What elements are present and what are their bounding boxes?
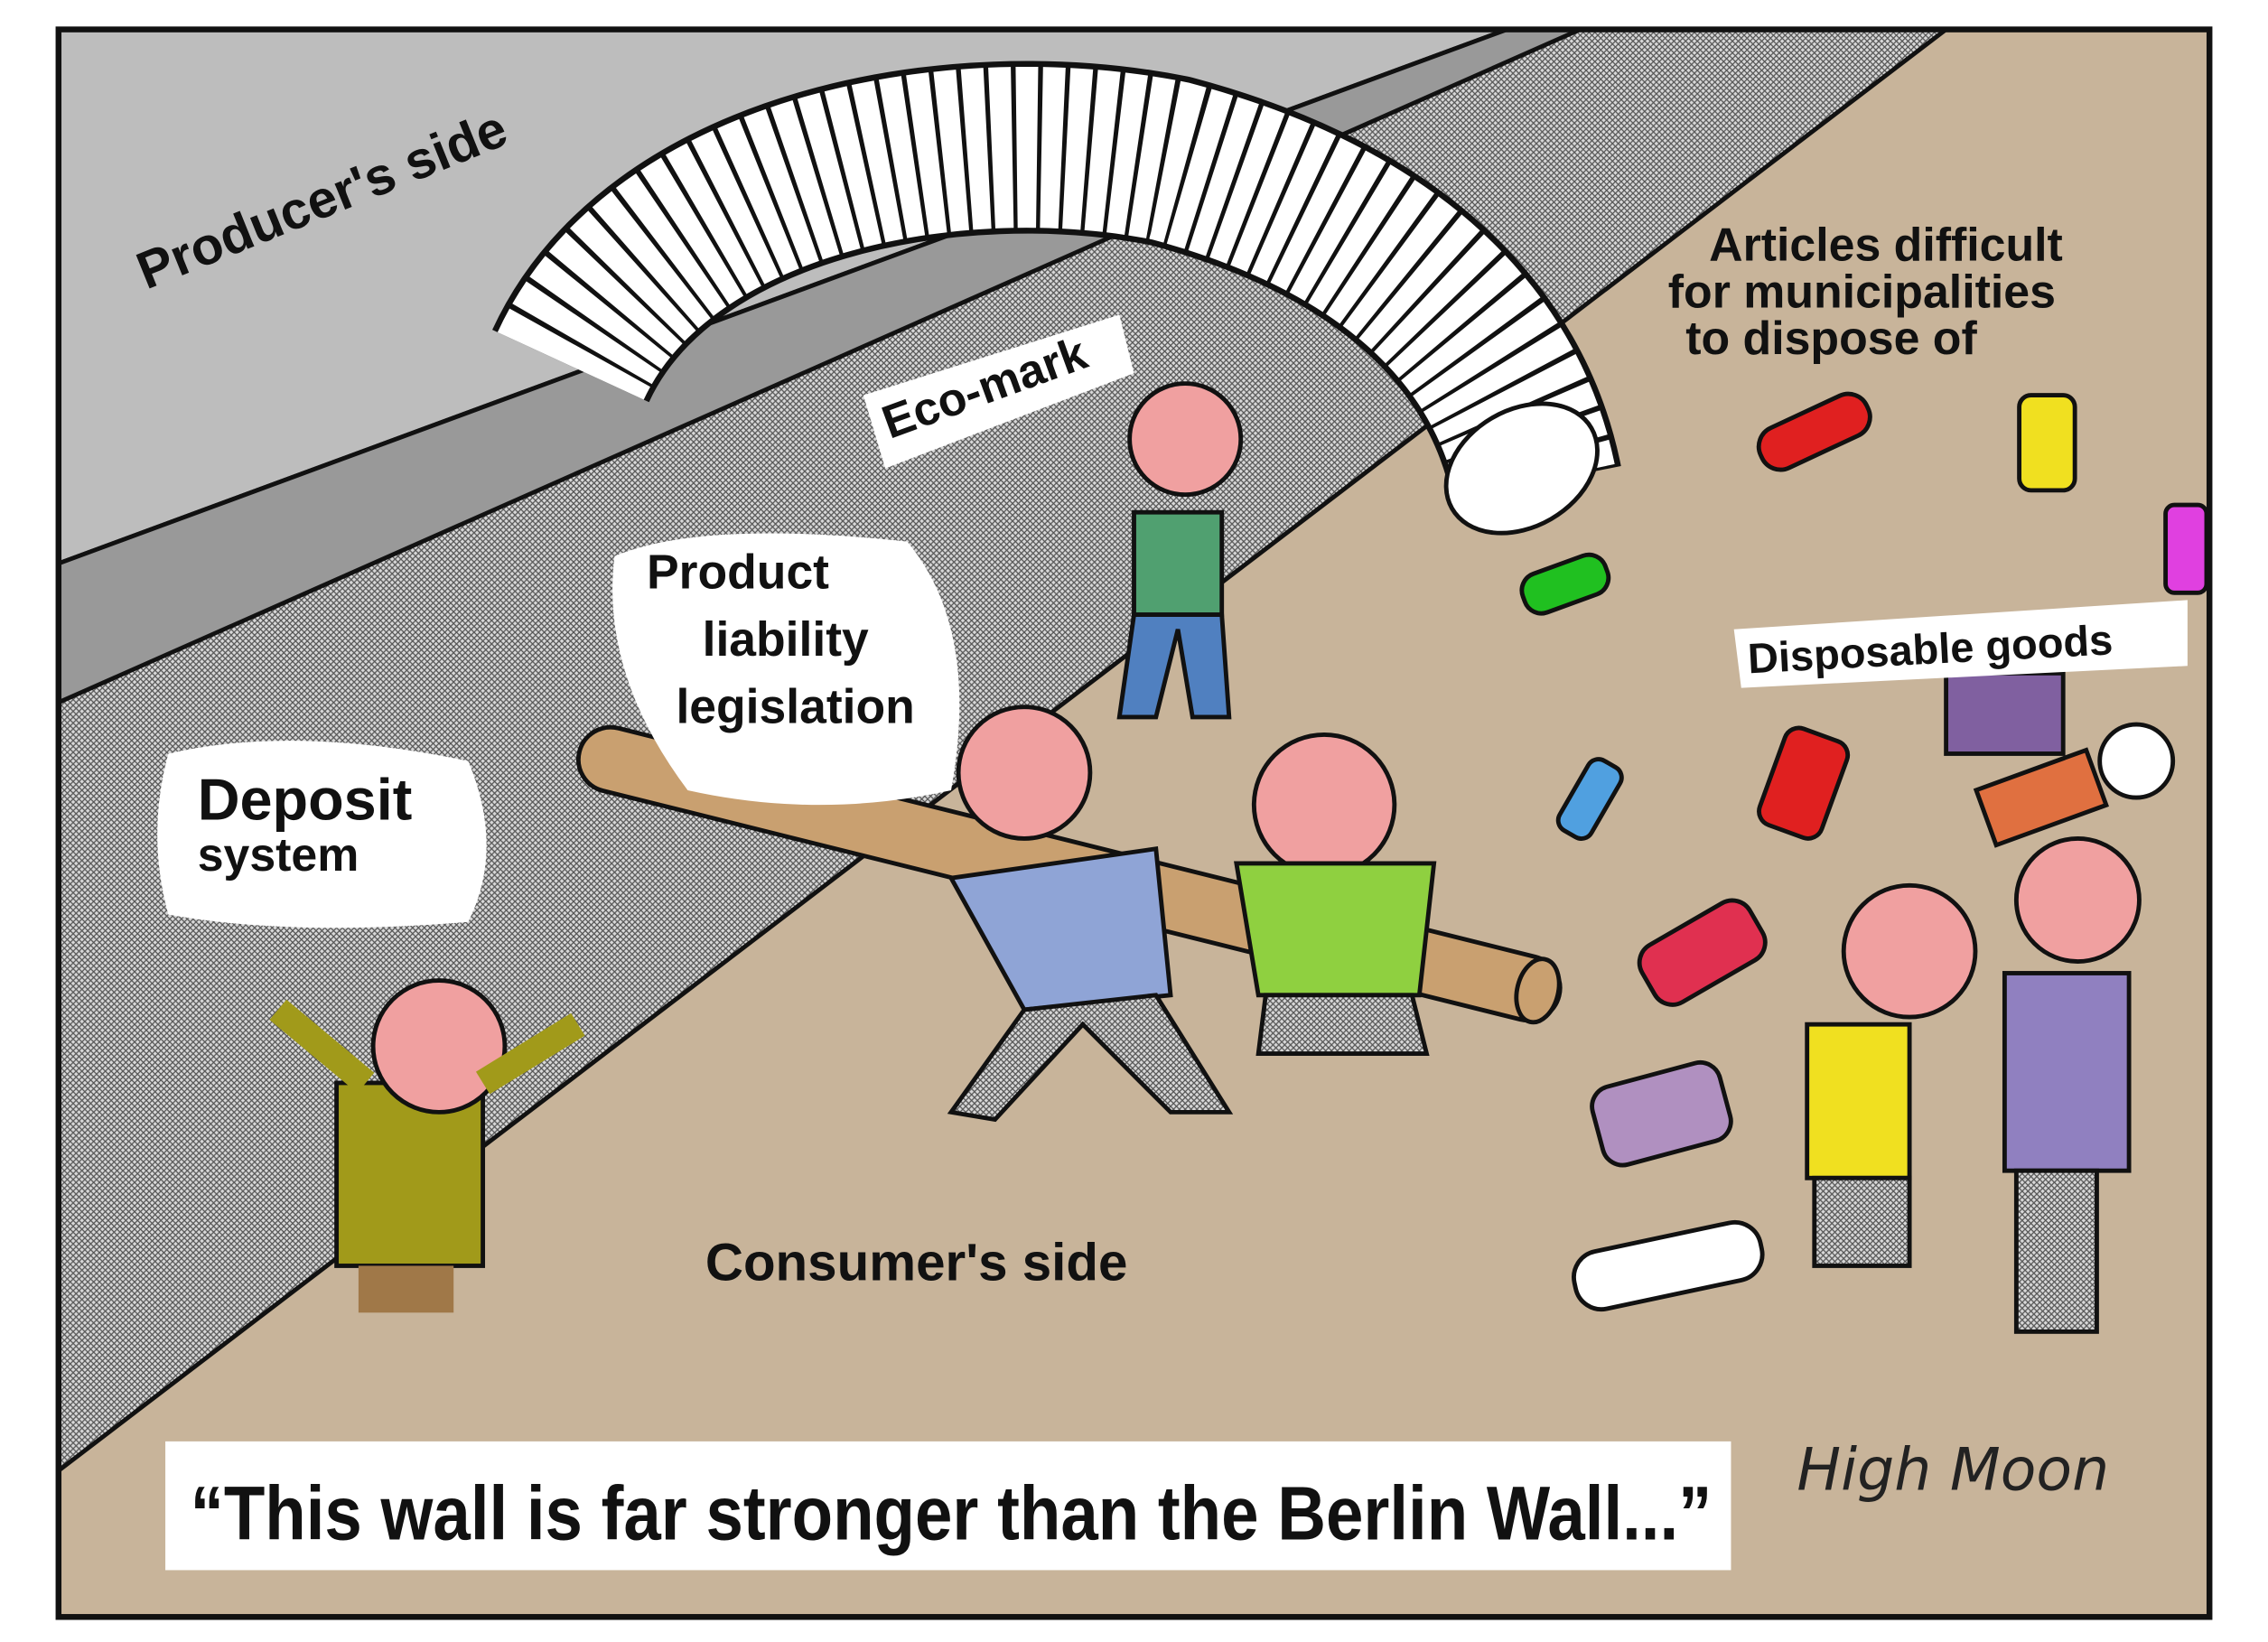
articles-difficult-line3: to dispose of (1685, 312, 1977, 364)
tube-fill (497, 66, 1616, 500)
woman-with-log (1234, 732, 1437, 1057)
man-with-chisel (269, 978, 585, 1313)
caption-box (165, 1441, 1731, 1571)
person-eco-mark (1116, 381, 1244, 720)
man-with-log (947, 704, 1234, 1123)
floor-consumer-side (58, 29, 2210, 1618)
disposable-goods-pile (1519, 391, 2209, 1312)
deposit-system-label-line2: system (198, 828, 359, 881)
product-liability-bubble (612, 533, 960, 806)
tube-opening (1443, 401, 1600, 536)
consumer-side-label: Consumer's side (705, 1234, 1128, 1292)
caption-quote: “This wall is far stronger than the Berl… (191, 1470, 1713, 1555)
product-liability-label-line2: liability (703, 613, 869, 667)
eco-mark-label-box (863, 314, 1134, 469)
worried-woman (1805, 882, 1978, 1268)
articles-difficult-line2: for municipalities (1668, 265, 2056, 317)
product-liability-label-line3: legislation (676, 680, 914, 733)
deposit-system-bubble (157, 741, 487, 928)
deposit-system-label-line1: Deposit (198, 766, 413, 832)
disposable-goods-label-box (1733, 600, 2188, 688)
product-liability-label-line1: Product (647, 546, 829, 599)
artist-signature: High Moon (1797, 1436, 2109, 1504)
worried-man (2002, 836, 2142, 1334)
articles-difficult-line1: Articles difficult (1709, 219, 2063, 271)
cartoon-frame (55, 26, 2213, 1620)
